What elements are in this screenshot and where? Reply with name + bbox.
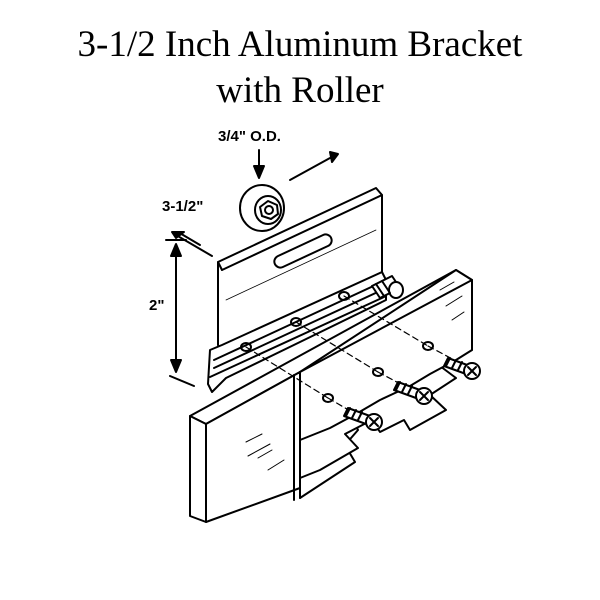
length-dimension [171,151,339,257]
bracket-length-label: 3-1/2" [162,198,204,215]
page-title-line-2: with Roller [216,70,384,111]
roller-wheel [239,184,285,232]
front-screw-3 [343,407,383,431]
bracket-height-label: 2" [149,297,165,314]
front-screw-1 [443,357,481,380]
back-screw [371,275,404,299]
height-dimension [165,239,195,387]
aluminum-bracket [207,187,387,393]
front-screw-2 [393,381,433,405]
glass-panel [189,269,473,523]
roller-od-label: 3/4" O.D. [218,128,281,145]
page-title-line-1: 3-1/2 Inch Aluminum Bracket [77,24,523,65]
roller-od-arrow [253,149,265,179]
